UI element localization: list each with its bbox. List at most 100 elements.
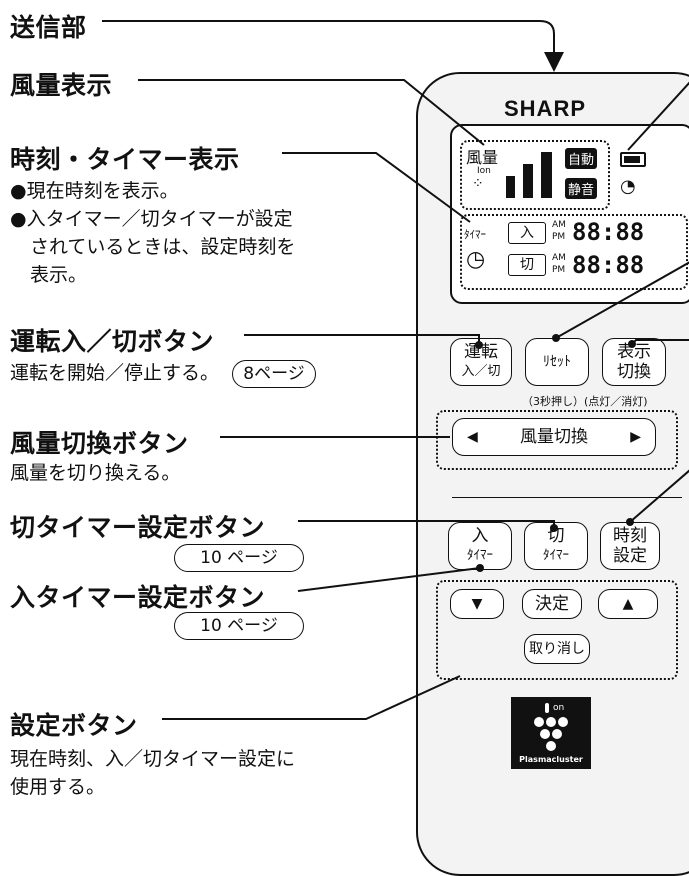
- silent-badge: 静音: [565, 178, 598, 199]
- up-button[interactable]: ▲: [598, 589, 658, 619]
- off-time-digits: 88:88: [572, 251, 645, 279]
- label-transmitter: 送信部: [10, 13, 87, 42]
- down-arrow-icon: ▼: [471, 596, 483, 612]
- cancel-label: 取り消し: [529, 641, 585, 657]
- plasmacluster-logo: on Plasmacluster: [511, 697, 591, 769]
- brand-logo: SHARP: [504, 96, 587, 121]
- am-label-2: AM: [552, 253, 566, 263]
- off-tag: 切: [508, 254, 546, 276]
- am-label-1: AM: [552, 220, 566, 230]
- battery-fill-icon: [624, 156, 640, 163]
- confirm-button[interactable]: 決定: [522, 589, 582, 619]
- label-off-timer-button: 切タイマー設定ボタン: [10, 513, 266, 542]
- air-bar-2: [523, 164, 533, 198]
- lcd-timer-label: ﾀｲﾏｰ: [464, 228, 486, 241]
- leader-run: [244, 334, 480, 345]
- label-setting-button: 設定ボタン: [10, 711, 138, 740]
- setting-desc-2: 使用する。: [10, 776, 106, 798]
- dot-clock: [626, 518, 634, 526]
- on-timer-bottom: ﾀｲﾏｰ: [467, 548, 493, 563]
- grape-dot-6: [546, 741, 556, 751]
- leader-right-2: [555, 261, 689, 339]
- leader-right-4: [629, 469, 689, 523]
- on-timer-page-ref: 10 ページ: [174, 612, 304, 640]
- time-timer-bullet-4: 表示。: [30, 264, 88, 286]
- leader-on-timer: [297, 567, 481, 592]
- grape-dot-4: [540, 729, 550, 739]
- leader-air-volume: [138, 79, 485, 146]
- down-button[interactable]: ▼: [450, 589, 504, 619]
- grape-dot-1: [534, 717, 544, 727]
- grape-dot-2: [546, 717, 556, 727]
- air-bar-1: [506, 176, 515, 198]
- time-timer-bullet-2: ●入タイマー／切タイマーが設定: [10, 208, 293, 230]
- display-button-top: 表示: [617, 342, 651, 362]
- on-timer-top: 入: [471, 526, 489, 546]
- right-arrow-icon: ▶: [630, 429, 641, 445]
- leader-time-timer: [282, 152, 471, 223]
- auto-badge: 自動: [565, 148, 598, 169]
- on-timer-button[interactable]: 入 ﾀｲﾏｰ: [448, 522, 512, 570]
- grape-dot-3: [558, 717, 568, 727]
- leader-setting: [162, 675, 461, 720]
- label-air-volume-display: 風量表示: [10, 71, 113, 100]
- label-air-switch-button: 風量切換ボタン: [10, 429, 189, 458]
- dot-reset: [552, 334, 560, 342]
- clock-set-bottom: 設定: [613, 546, 647, 566]
- label-run-button: 運転入／切ボタン: [10, 327, 215, 356]
- ion-grape-icon: ⁘: [472, 176, 484, 192]
- off-timer-bottom: ﾀｲﾏｰ: [543, 548, 569, 563]
- time-timer-bullet-3: されているときは、設定時刻を: [30, 236, 296, 258]
- logo-ion-text: on: [553, 703, 565, 713]
- time-timer-bullet-1: ●現在時刻を表示。: [10, 180, 179, 202]
- air-switch-label: 風量切換: [520, 427, 588, 447]
- display-button-bottom: 切換: [617, 362, 651, 382]
- up-arrow-icon: ▲: [622, 596, 634, 612]
- air-switch-button[interactable]: ◀ 風量切換 ▶: [452, 418, 656, 456]
- left-arrow-icon: ◀: [467, 429, 478, 445]
- run-button-bottom: 入／切: [461, 364, 501, 379]
- reset-button[interactable]: ﾘｾｯﾄ: [525, 338, 589, 386]
- setting-desc-1: 現在時刻、入／切タイマー設定に: [10, 748, 296, 770]
- run-desc: 運転を開始／停止する。: [10, 362, 220, 384]
- button-note: （3秒押し）(点灯／消灯): [522, 395, 648, 408]
- divider: [452, 497, 682, 498]
- label-on-timer-button: 入タイマー設定ボタン: [10, 583, 266, 612]
- dot-off-timer: [550, 524, 558, 532]
- dot-on-timer: [476, 564, 484, 572]
- clock-icon: ◷: [466, 247, 486, 272]
- lcd-ion-label: Ion: [477, 166, 491, 176]
- off-timer-page-ref: 10 ページ: [174, 544, 304, 572]
- leader-lines: [102, 20, 689, 720]
- run-page-ref: 8ページ: [232, 360, 316, 388]
- dot-display: [628, 340, 636, 348]
- ion-drop-icon: [545, 703, 549, 713]
- leader-transmitter: [102, 20, 564, 72]
- battery-icon: [620, 152, 646, 167]
- display-switch-button[interactable]: 表示 切換: [602, 338, 666, 386]
- run-button-top: 運転: [464, 342, 498, 362]
- air-volume-area: [460, 140, 610, 210]
- cancel-button[interactable]: 取り消し: [524, 634, 590, 664]
- signal-icon: ◔: [620, 176, 636, 197]
- pm-label-2: PM: [552, 265, 566, 275]
- time-timer-area: [460, 214, 688, 290]
- leader-right-3: [631, 339, 689, 345]
- air-switch-area: [436, 410, 678, 470]
- label-time-timer-display: 時刻・タイマー表示: [10, 145, 240, 174]
- dot-run: [475, 341, 483, 349]
- air-bar-3: [541, 152, 552, 198]
- leader-off-timer: [298, 520, 555, 528]
- logo-text: Plasmacluster: [519, 755, 583, 764]
- setting-area: [436, 580, 678, 680]
- grape-dot-5: [552, 729, 562, 739]
- reset-button-label: ﾘｾｯﾄ: [543, 354, 571, 370]
- leader-right-1: [627, 81, 689, 151]
- on-tag: 入: [508, 222, 546, 244]
- lcd-air-label: 風量: [466, 148, 499, 167]
- on-time-digits: 88:88: [572, 218, 645, 246]
- pm-label-1: PM: [552, 232, 566, 242]
- clock-set-button[interactable]: 時刻 設定: [600, 522, 660, 570]
- confirm-label: 決定: [535, 594, 569, 614]
- air-switch-desc: 風量を切り換える。: [10, 462, 181, 484]
